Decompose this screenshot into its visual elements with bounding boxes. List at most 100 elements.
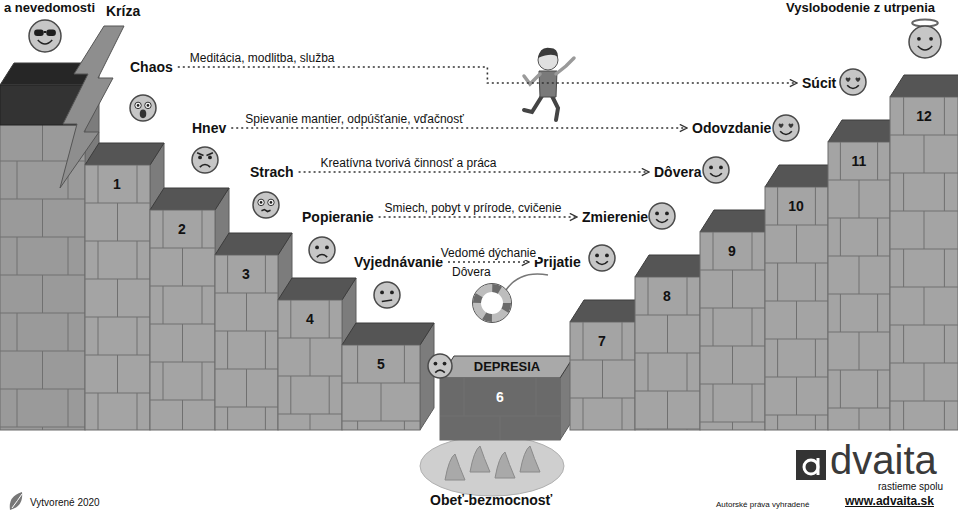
emoji-face — [589, 245, 615, 271]
emotion-stage: Chaos — [128, 58, 175, 76]
brick-joint — [635, 353, 700, 354]
brick-joint — [310, 338, 311, 376]
step-number: 1 — [113, 176, 121, 192]
block-front — [828, 142, 890, 430]
face-circle — [192, 147, 218, 173]
edge-label: Spievanie mantier, odpúšťanie, vďačnosť — [243, 112, 466, 126]
brick-joint — [924, 363, 925, 401]
brick-joint — [890, 401, 958, 402]
brick-joint — [98, 317, 99, 355]
step-number: 11 — [852, 153, 867, 169]
emotion-stage: Hnev — [190, 119, 228, 137]
lifebuoy-stripe — [477, 288, 507, 318]
brick-joint — [163, 286, 164, 324]
brick-joint — [381, 383, 382, 421]
brick-joint — [227, 407, 228, 430]
shirt — [539, 71, 557, 97]
brick-joint — [117, 279, 118, 317]
block-front — [215, 255, 278, 430]
emotion-stage: Prijatie — [532, 253, 583, 271]
brick-joint — [700, 384, 765, 385]
emoji-face — [253, 192, 279, 218]
brick-joint — [265, 407, 266, 430]
brick-joint — [117, 203, 118, 241]
step-number: 5 — [377, 356, 385, 372]
block-front — [0, 85, 85, 430]
stage-name: Súcit — [802, 75, 836, 91]
brick-joint — [290, 300, 291, 338]
mouth — [710, 173, 722, 176]
brick-joint — [117, 355, 118, 393]
eye — [605, 254, 609, 258]
brick-joint — [890, 249, 958, 250]
eye — [655, 212, 659, 216]
step-number: 4 — [306, 311, 314, 327]
brick-joint — [202, 286, 203, 324]
brick-joint — [840, 142, 841, 180]
rope — [506, 274, 548, 290]
face-circle — [428, 354, 452, 378]
brick-joint — [687, 429, 688, 430]
dotted-arrow — [231, 127, 687, 129]
brick-joint — [840, 370, 841, 408]
brick-joint — [137, 241, 138, 279]
brick-joint — [877, 142, 878, 180]
eye — [917, 37, 921, 41]
copyright-note: Autorské práva vyhradené — [716, 500, 809, 509]
heart-eye — [789, 124, 794, 128]
depression-label: DEPRESIA — [474, 360, 540, 375]
brick-joint — [622, 398, 623, 430]
brick-joint — [202, 362, 203, 400]
brick-joint — [42, 351, 43, 389]
block-top — [278, 278, 356, 300]
mouth — [140, 110, 147, 119]
brick-joint — [464, 378, 465, 416]
block-front — [342, 345, 420, 430]
brick-joint — [150, 362, 215, 363]
brick-joint — [687, 353, 688, 391]
brick-joint — [713, 308, 714, 346]
hair — [538, 48, 558, 58]
brick-joint — [215, 407, 278, 408]
brick-joint — [877, 370, 878, 408]
sunglasses — [46, 30, 56, 36]
brick-joint — [815, 263, 816, 301]
step-number: 9 — [728, 243, 736, 259]
block-top — [150, 188, 229, 210]
brick-joint — [570, 398, 635, 399]
brick-joint — [840, 294, 841, 332]
brick-joint — [944, 173, 945, 211]
emoji-face — [29, 20, 61, 52]
stair-step — [342, 323, 434, 430]
block-top — [215, 233, 292, 255]
brick-joint — [310, 414, 311, 430]
emoji-face — [130, 95, 156, 121]
logo-mark — [796, 450, 826, 480]
brick-joint — [828, 218, 890, 219]
mouth — [435, 370, 445, 372]
emotion-stage: Strach — [248, 163, 296, 181]
brick-joint — [42, 427, 43, 430]
mouth — [317, 255, 327, 258]
brick-joint — [840, 218, 841, 256]
emoji-face — [909, 20, 941, 59]
mouth — [382, 300, 392, 302]
face-circle — [374, 282, 400, 308]
brick-joint — [42, 275, 43, 313]
brick-joint — [342, 421, 420, 422]
brick-joint — [215, 331, 278, 332]
step-number: 10 — [788, 198, 804, 214]
emoji-face — [374, 282, 400, 308]
brick-joint — [796, 225, 797, 263]
pupil — [147, 104, 150, 107]
logo-mark — [804, 460, 818, 474]
face-circle — [130, 95, 156, 121]
leaf-icon — [10, 492, 23, 510]
stage-name: Odovzdanie — [692, 120, 771, 136]
stage-name: Hnev — [192, 120, 226, 136]
emoji-face — [840, 69, 866, 95]
arm — [556, 58, 574, 74]
eye — [443, 362, 447, 366]
footer-note: Vytvorené 2020 — [30, 497, 100, 509]
